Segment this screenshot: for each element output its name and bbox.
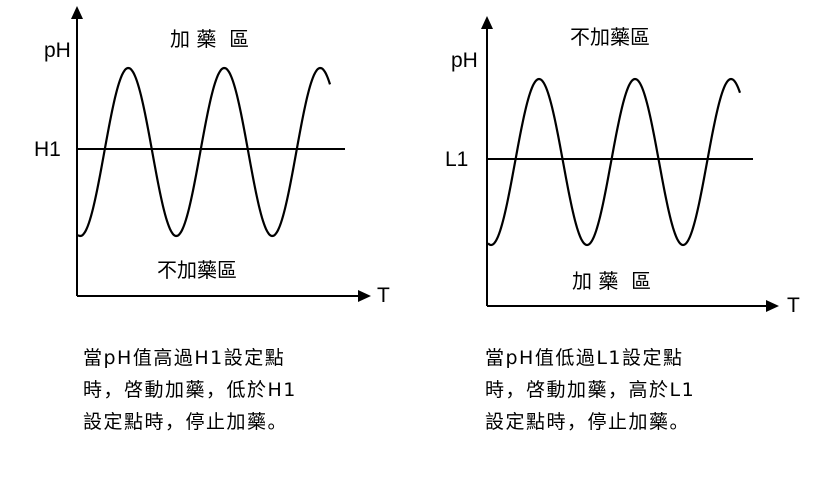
left-threshold-label: H1 bbox=[34, 138, 61, 161]
left-y-axis-arrow bbox=[71, 6, 83, 19]
right-caption-line: 當pH值低過L1設定點 bbox=[485, 347, 684, 369]
right-caption-line: 時，啓動加藥，高於L1 bbox=[485, 379, 696, 401]
right-chart: pH T L1 不加藥區 加 藥 區 bbox=[445, 16, 800, 317]
left-chart: pH T H1 加 藥 區 不加藥區 bbox=[34, 6, 390, 307]
right-y-axis-arrow bbox=[481, 16, 493, 29]
left-x-axis-arrow bbox=[358, 290, 371, 302]
left-ph-waveform bbox=[77, 66, 332, 238]
right-x-axis-label: T bbox=[787, 294, 800, 317]
right-y-axis-label: pH bbox=[451, 49, 478, 72]
right-caption-line: 設定點時，停止加藥。 bbox=[485, 411, 691, 433]
left-y-axis-label: pH bbox=[44, 39, 71, 62]
left-zone-above-label: 加 藥 區 bbox=[170, 27, 249, 51]
right-ph-waveform bbox=[487, 77, 742, 247]
right-zone-above-label: 不加藥區 bbox=[570, 25, 650, 49]
left-x-axis-label: T bbox=[377, 284, 390, 307]
right-caption: 當pH值低過L1設定點 時，啓動加藥，高於L1 設定點時，停止加藥。 bbox=[485, 342, 695, 438]
right-threshold-label: L1 bbox=[445, 148, 468, 171]
left-caption-line: 當pH值高過H1設定點 bbox=[83, 347, 286, 369]
right-zone-below-label: 加 藥 區 bbox=[572, 269, 651, 293]
left-caption: 當pH值高過H1設定點 時，啓動加藥，低於H1 設定點時，停止加藥。 bbox=[83, 342, 297, 438]
right-x-axis-arrow bbox=[766, 300, 779, 312]
left-caption-line: 時，啓動加藥，低於H1 bbox=[83, 379, 297, 401]
left-caption-line: 設定點時，停止加藥。 bbox=[83, 411, 289, 433]
left-zone-below-label: 不加藥區 bbox=[157, 258, 237, 282]
